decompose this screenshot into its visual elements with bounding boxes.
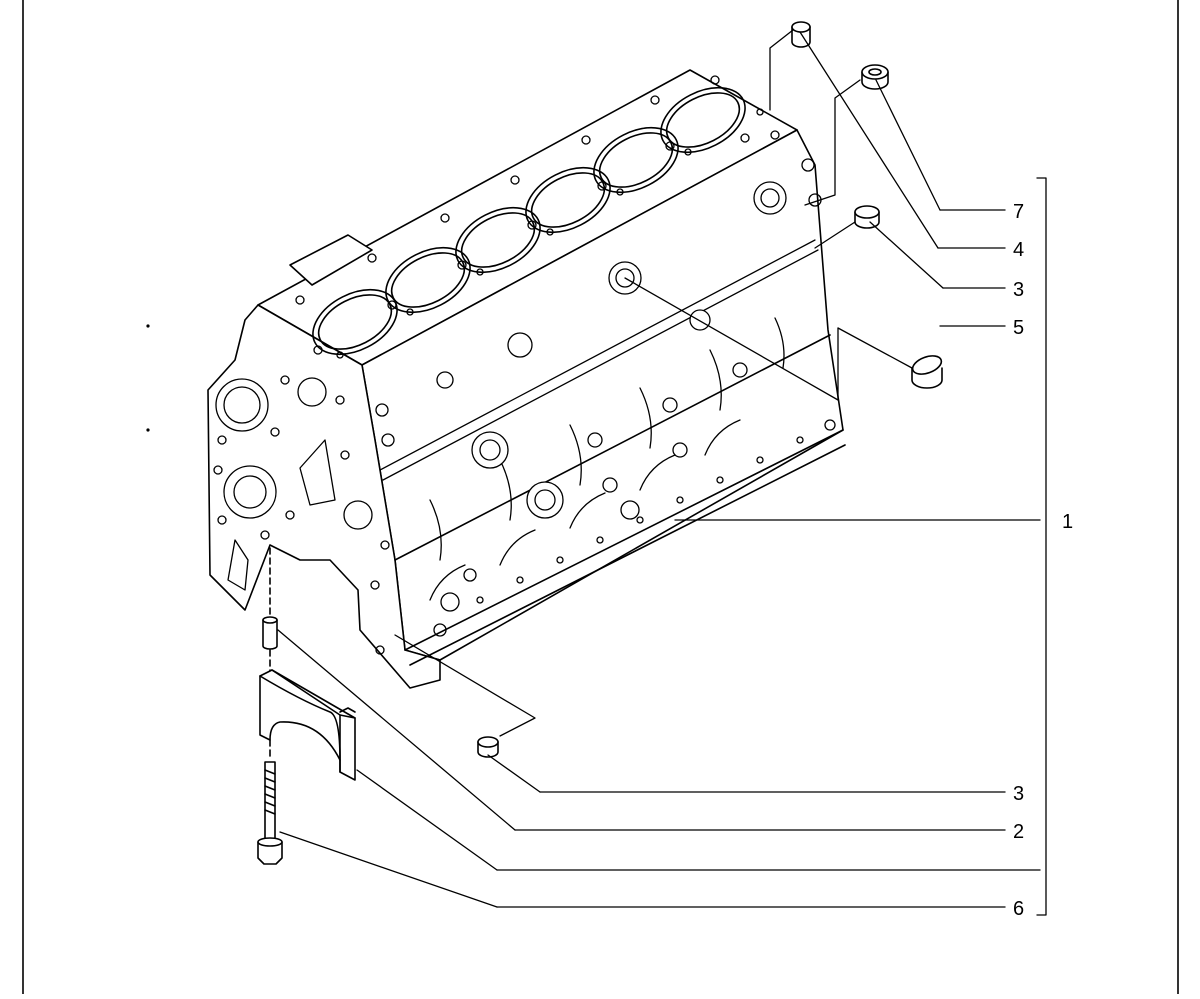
- plug-part-5: [911, 355, 943, 389]
- callout-labels: 7 4 3 5 1 3 2 6: [1013, 201, 1073, 920]
- page-frame: [22, 0, 1179, 995]
- plug-part-4: [791, 21, 811, 48]
- callout-4: 4: [1013, 239, 1024, 261]
- callout-1: 1: [1062, 511, 1073, 533]
- cylinder-bores: [312, 86, 746, 356]
- deck-holes: [295, 75, 780, 359]
- bearing-cap: [259, 669, 356, 781]
- leader-lines: [277, 29, 1047, 916]
- sleeve-part-2: [262, 547, 278, 673]
- plug-part-3-lower: [477, 736, 499, 758]
- block-front-details: [213, 375, 390, 655]
- callout-7: 7: [1013, 201, 1024, 223]
- ring-part-7: [861, 64, 889, 90]
- callout-6: 6: [1013, 898, 1024, 920]
- engine-block: [207, 69, 846, 689]
- stray-dots: [146, 324, 150, 432]
- callout-2: 2: [1013, 821, 1024, 843]
- callout-5: 5: [1013, 317, 1024, 339]
- plug-part-3-upper: [854, 205, 880, 229]
- callout-3-lower: 3: [1013, 783, 1024, 805]
- callout-3-upper: 3: [1013, 279, 1024, 301]
- bolt-part-6: [257, 739, 283, 865]
